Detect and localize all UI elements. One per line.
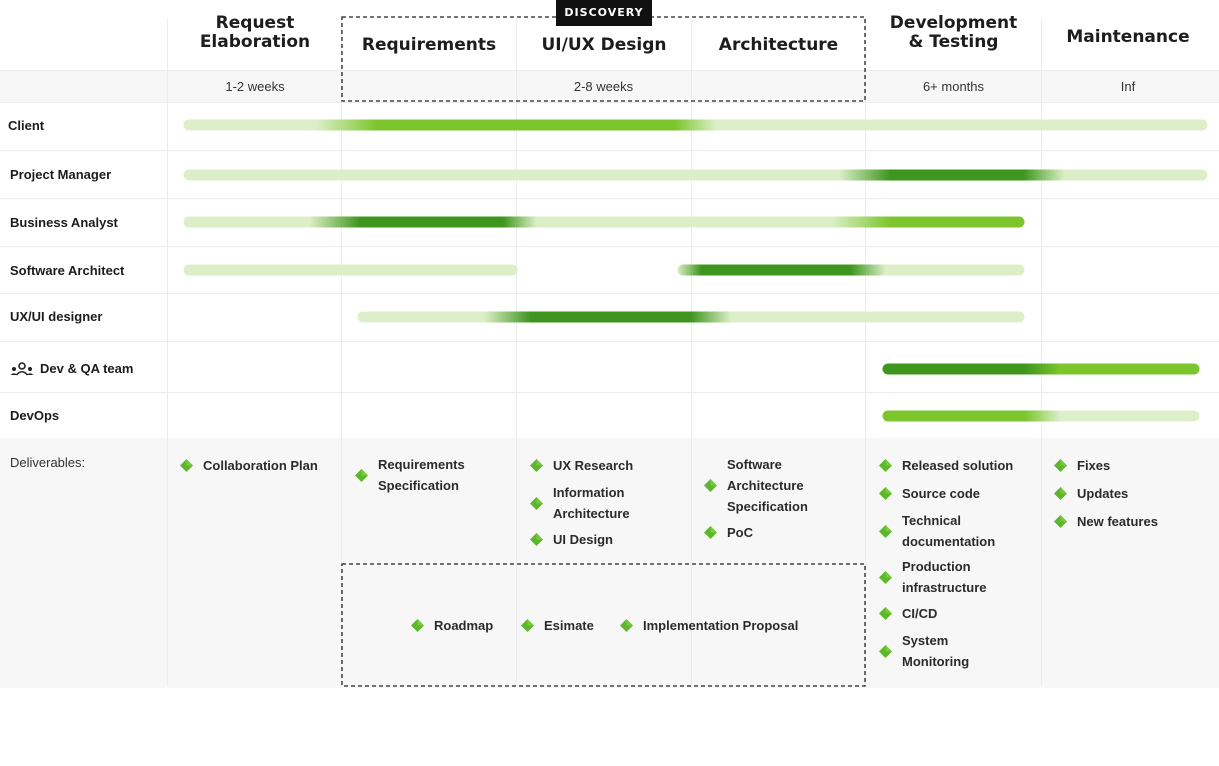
green-diamond-icon xyxy=(879,570,892,584)
deliverable-item: CI/CD xyxy=(879,603,1047,624)
role-business-analyst: Business Analyst xyxy=(10,215,118,230)
deliverable-item: Esimate xyxy=(521,615,634,636)
green-diamond-icon xyxy=(1054,487,1067,500)
green-diamond-icon xyxy=(1054,459,1067,472)
deliverable-label: New features xyxy=(1077,514,1158,529)
duration-band xyxy=(0,70,1219,102)
deliverable-item: Source code xyxy=(879,483,1047,504)
role-client: Client xyxy=(8,118,45,133)
people-group-icon xyxy=(10,361,34,376)
duration-request-elaboration: 1-2 weeks xyxy=(225,79,285,94)
green-diamond-icon xyxy=(704,526,717,539)
green-diamond-icon xyxy=(530,533,543,546)
green-diamond-icon xyxy=(180,459,193,472)
row-dividers xyxy=(0,70,1219,393)
deliverable-label: Technical documentation xyxy=(902,513,996,549)
green-diamond-icon xyxy=(1054,515,1067,528)
discovery-deliverables-frame xyxy=(341,563,866,687)
deliverable-item: System Monitoring xyxy=(879,630,1002,672)
deliverable-label: UI Design xyxy=(553,532,613,547)
deliverable-item: Requirements Specification xyxy=(355,454,498,496)
deliverable-item: Fixes xyxy=(1054,455,1217,476)
deliverable-item: New features xyxy=(1054,511,1217,532)
deliverable-label: UX Research xyxy=(553,458,634,473)
green-diamond-icon xyxy=(704,479,717,492)
discovery-tag: DISCOVERY xyxy=(556,0,652,26)
green-diamond-icon xyxy=(530,496,543,510)
role-project-manager: Project Manager xyxy=(10,167,112,182)
deliverable-label: PoC xyxy=(727,525,753,540)
deliverable-label: Released solution xyxy=(902,458,1014,473)
green-diamond-icon xyxy=(879,524,892,538)
green-diamond-icon xyxy=(620,619,633,632)
deliverable-item: Software Architecture Specification xyxy=(704,454,832,517)
role-devops: DevOps xyxy=(10,408,60,423)
phase-request-elaboration: Request Elaboration xyxy=(168,14,342,52)
duration-development: 6+ months xyxy=(922,79,985,94)
green-diamond-icon xyxy=(879,459,892,472)
green-diamond-icon xyxy=(879,487,892,500)
green-diamond-icon xyxy=(879,644,892,658)
deliverable-item: Production infrastructure xyxy=(879,556,1012,598)
green-diamond-icon xyxy=(530,459,543,472)
deliverable-item: Implementation Proposal xyxy=(620,615,843,636)
deliverable-label: Collaboration Plan xyxy=(203,458,318,473)
phase-title-line: Elaboration xyxy=(199,32,311,52)
deliverable-item: Roadmap xyxy=(411,615,534,636)
deliverable-item: UI Design xyxy=(530,529,683,550)
deliverable-item: Updates xyxy=(1054,483,1217,504)
deliverable-item: Collaboration Plan xyxy=(180,455,353,476)
deliverable-label: Implementation Proposal xyxy=(643,618,799,633)
phase-title-line: & Testing xyxy=(908,32,999,52)
deliverable-label: Information Architecture xyxy=(553,485,630,521)
phase-requirements: Requirements xyxy=(361,35,497,55)
green-diamond-icon xyxy=(355,468,368,482)
green-diamond-icon xyxy=(879,607,892,620)
phase-title-line: Request xyxy=(215,13,295,33)
deliverable-label: Software Architecture Specification xyxy=(727,457,808,514)
deliverable-item: Technical documentation xyxy=(879,510,1012,552)
phase-development-testing: Development & Testing xyxy=(866,14,1041,52)
deliverable-item: Released solution xyxy=(879,455,1047,476)
deliverable-label: System Monitoring xyxy=(902,633,970,669)
duration-maintenance: Inf xyxy=(1120,79,1136,94)
role-software-architect: Software Architect xyxy=(10,263,125,278)
role-dev-qa-team: Dev & QA team xyxy=(10,361,133,376)
green-diamond-icon xyxy=(411,619,424,632)
deliverable-item: UX Research xyxy=(530,455,683,476)
deliverable-label: Roadmap xyxy=(434,618,494,633)
phase-title-line: Development xyxy=(889,13,1018,33)
deliverable-label: Updates xyxy=(1077,486,1129,501)
deliverables-band xyxy=(0,438,1219,688)
deliverable-label: Requirements Specification xyxy=(378,457,465,493)
duration-discovery: 2-8 weeks xyxy=(573,79,634,94)
deliverable-label: Esimate xyxy=(544,618,594,633)
phase-architecture: Architecture xyxy=(718,35,839,55)
role-label: Dev & QA team xyxy=(40,361,134,376)
deliverable-label: Source code xyxy=(902,486,981,501)
deliverable-label: Production infrastructure xyxy=(902,559,987,595)
role-ux-ui-designer: UX/UI designer xyxy=(10,309,103,324)
deliverable-item: PoC xyxy=(704,522,857,543)
involvement-bars xyxy=(183,119,1208,422)
deliverable-label: Fixes xyxy=(1077,458,1111,473)
phase-uiux-design: UI/UX Design xyxy=(541,35,667,55)
phase-maintenance: Maintenance xyxy=(1066,27,1190,47)
deliverable-label: CI/CD xyxy=(902,606,938,621)
deliverable-item: Information Architecture xyxy=(530,482,643,524)
deliverables-label: Deliverables: xyxy=(10,455,86,470)
green-diamond-icon xyxy=(521,619,534,632)
